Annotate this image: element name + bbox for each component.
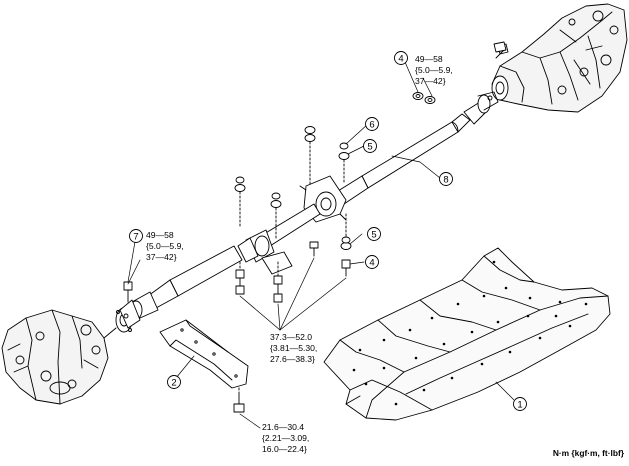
fastener-set <box>123 41 507 413</box>
callout-5-upper: 5 <box>363 139 377 153</box>
callout-3: 4 <box>394 51 408 65</box>
callout-8: 8 <box>439 172 453 186</box>
callout-2-label: 2 <box>171 378 176 389</box>
torque-2-line-3: 37—42} <box>146 252 177 262</box>
callout-1: 1 <box>513 397 527 411</box>
torque-3-line-3: 27.6—38.3} <box>270 354 315 364</box>
under-cover-illustration <box>323 247 611 421</box>
torque-spec-upper-right: 49—58 {5.0—5.9, 37—42} <box>415 54 453 86</box>
torque-1-line-1: 49—58 <box>415 54 443 64</box>
callout-3-label: 4 <box>398 54 403 65</box>
callout-1-label: 1 <box>517 400 522 411</box>
plate-illustration <box>159 319 249 389</box>
callout-7-label: 7 <box>133 232 138 243</box>
callout-5-lower: 5 <box>367 227 381 241</box>
transmission-illustration <box>491 3 628 113</box>
torque-spec-left: 49—58 {5.0—5.9, 37—42} <box>146 230 184 262</box>
torque-4-line-1: 21.6—30.4 <box>262 422 304 432</box>
callout-5-upper-label: 5 <box>367 142 372 153</box>
callout-6: 6 <box>365 117 379 131</box>
torque-spec-center: 37.3—52.0 {3.81—5.30, 27.6—38.3} <box>270 332 317 364</box>
torque-3-line-2: {3.81—5.30, <box>270 343 317 353</box>
torque-4-line-3: 16.0—22.4} <box>262 444 307 454</box>
torque-3-line-1: 37.3—52.0 <box>270 332 312 342</box>
callout-7: 7 <box>129 229 143 243</box>
callout-6-label: 6 <box>369 120 374 131</box>
torque-2-line-1: 49—58 <box>146 230 174 240</box>
callout-8-label: 8 <box>443 175 448 186</box>
callout-markers: 4 6 5 8 5 4 7 2 <box>129 51 527 411</box>
nut-illustration <box>412 92 436 104</box>
propeller-shaft-illustration <box>119 91 499 329</box>
callout-4: 4 <box>365 255 379 269</box>
leader-lines <box>127 61 515 429</box>
callout-2: 2 <box>167 375 181 389</box>
torque-4-line-2: {2.21—3.09, <box>262 433 309 443</box>
torque-units-label: N·m {kgf·m, ft·lbf} <box>553 448 625 458</box>
torque-1-line-2: {5.0—5.9, <box>415 65 453 75</box>
rear-differential-illustration <box>1 307 133 405</box>
torque-spec-bottom: 21.6—30.4 {2.21—3.09, 16.0—22.4} <box>262 422 309 454</box>
callout-5-lower-label: 5 <box>371 230 376 241</box>
torque-1-line-3: 37—42} <box>415 76 446 86</box>
torque-2-line-2: {5.0—5.9, <box>146 241 184 251</box>
callout-4-label: 4 <box>369 258 374 269</box>
